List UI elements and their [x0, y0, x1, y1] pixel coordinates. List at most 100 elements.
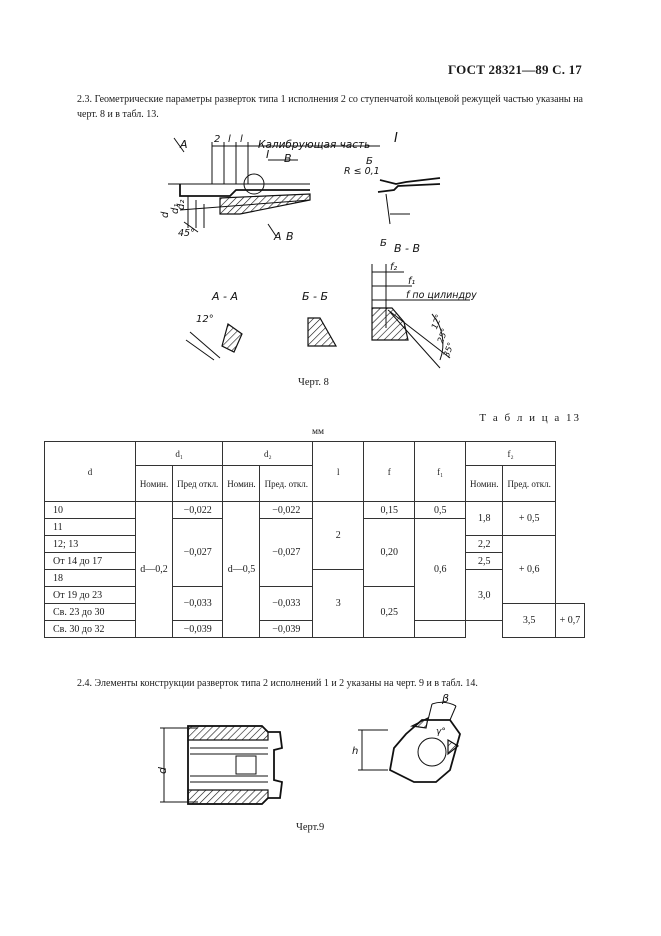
row-d: 11 — [44, 518, 136, 536]
fig8-dim-d1: d₁ — [170, 204, 181, 214]
paragraph-2-4: 2.4. Элементы конструкции разверток типа… — [77, 678, 478, 689]
table-row: Св. 30 до 32 −0,039 −0,039 — [44, 620, 585, 638]
paragraph-2-3: 2.3. Геометрические параметры разверток … — [77, 94, 583, 120]
fig8-dim-d2: d₂ — [176, 200, 187, 210]
fig8-detail-B-top: Б — [366, 156, 373, 167]
fig8-angle-12b: 12° — [430, 313, 445, 331]
col-f2-nom: Номин. — [465, 465, 504, 502]
f2-pred-0: + 0,5 — [502, 501, 556, 536]
fig8-angle-25: 25° — [436, 327, 451, 345]
col-d: d — [44, 441, 136, 502]
figure-9: d h β γ° — [156, 692, 461, 805]
row-d: Св. 30 до 32 — [44, 620, 136, 638]
col-d1-pred: Пред откл. — [172, 465, 224, 502]
fig9-end-view: h β γ° — [352, 692, 461, 783]
d1-tol-1: −0,027 — [172, 518, 224, 587]
fig8-section-AA: А - А 12° — [185, 290, 243, 361]
d2-tol-1: −0,027 — [259, 518, 314, 587]
fig8-angle-12: 12° — [196, 314, 214, 325]
fig9-dim-d: d — [156, 766, 169, 774]
figure-8: 2 l l Калибрующая часть I А В А В d d₁ d… — [160, 131, 477, 369]
col-d1-nom: Номин. — [134, 465, 174, 502]
col-l: l — [312, 441, 365, 502]
fig8-section-BB-title: Б - Б — [302, 290, 328, 303]
d2-nom: d—0,5 — [222, 501, 261, 638]
table-13: d d₁ d₂ l f f₁ f₂ Номин. Пред откл. Номи… — [44, 441, 585, 638]
row-d: 10 — [44, 501, 136, 519]
fig8-dim-l1: l — [228, 134, 231, 145]
fig8-dim-d: d — [160, 211, 171, 218]
f2-nom-3: 3,0 — [465, 569, 504, 621]
l-0: 2 — [312, 501, 365, 570]
d1-tol-0: −0,022 — [172, 501, 224, 519]
fig8-label-calib: Калибрующая часть — [258, 139, 370, 151]
col-f: f — [363, 441, 416, 502]
fig8-dim-45: 45° — [178, 228, 195, 239]
col-f2: f₂ — [465, 441, 556, 466]
table-row: 18 3 3,0 — [44, 569, 585, 638]
table-row: Св. 23 до 30 3,5 + 0,7 — [44, 603, 585, 638]
f2-pred-1: + 0,6 — [502, 535, 556, 604]
d2-tol-0: −0,022 — [259, 501, 314, 519]
d2-tol-3: −0,039 — [259, 620, 314, 638]
table-row: 10 d—0,2 −0,022 d—0,5 −0,022 2 0,15 0,5 … — [44, 501, 585, 638]
f-1: 0,20 — [363, 518, 416, 587]
col-d2-nom: Номин. — [222, 465, 261, 502]
row-d: Св. 23 до 30 — [44, 603, 136, 621]
fig9-angle-beta: β — [441, 692, 449, 705]
table-row: От 14 до 17 2,5 — [44, 552, 585, 570]
fig8-dim-2: 2 — [214, 134, 220, 145]
f2-nom-1: 2,2 — [465, 535, 504, 553]
col-d1: d₁ — [134, 441, 224, 466]
col-f2-pred: Пред. откл. — [502, 465, 556, 502]
fig8-detail-I-title: I — [394, 131, 398, 146]
table-13-caption: Т а б л и ц а 13 — [479, 412, 581, 424]
fig9-dim-h: h — [352, 746, 358, 757]
table-row: 12; 13 2,2 + 0,6 — [44, 535, 585, 604]
fig8-detail-I: I Б R ≤ 0,1 Б — [344, 131, 441, 249]
f1-0: 0,5 — [414, 501, 467, 519]
fig9-angle-gamma: γ° — [436, 727, 446, 737]
l-1: 3 — [312, 569, 365, 638]
table-row: От 19 до 23 −0,033 −0,033 0,25 — [44, 586, 585, 638]
fig8-detail-B-bottom: Б — [380, 238, 387, 249]
figure-9-caption: Черт.9 — [296, 822, 325, 833]
fig8-dim-f: f по цилиндру — [406, 290, 477, 301]
fig8-section-VV: В - В f₂ f₁ f по цилиндру 12° 25° 35° — [371, 242, 477, 369]
fig9-side-view: d — [156, 725, 283, 805]
f2-nom-4: 3,5 — [502, 603, 556, 638]
fig8-label-I: I — [266, 148, 269, 161]
fig8-section-AA-title: А - А — [211, 290, 238, 303]
table-13-unit: мм — [312, 427, 325, 437]
d1-tol-2: −0,033 — [172, 586, 224, 621]
figure-8-caption: Черт. 8 — [298, 377, 329, 388]
fig8-angle-35: 35° — [442, 341, 457, 359]
f1-1: 0,6 — [414, 518, 467, 621]
fig8-dim-l2: l — [240, 134, 243, 145]
fig8-label-A-top: А — [179, 138, 188, 151]
f-2: 0,25 — [363, 586, 416, 638]
fig8-label-B-bottom: В — [286, 230, 294, 243]
f1-blank — [414, 620, 467, 638]
fig8-section-BB: Б - Б — [302, 290, 338, 347]
fig8-radius: R ≤ 0,1 — [344, 166, 380, 177]
fig8-label-A-bottom: А — [273, 230, 282, 243]
d2-tol-2: −0,033 — [259, 586, 314, 621]
fig8-label-B-top: В — [284, 152, 292, 165]
fig8-main-view: 2 l l Калибрующая часть I А В А В d d₁ d… — [160, 134, 380, 243]
col-f1: f₁ — [414, 441, 467, 502]
d1-tol-3: −0,039 — [172, 620, 224, 638]
table-row: 11 −0,027 −0,027 0,20 0,6 — [44, 518, 585, 621]
page-header: ГОСТ 28321—89 С. 17 — [448, 62, 582, 77]
col-d2: d₂ — [222, 441, 314, 466]
f2-nom-2: 2,5 — [465, 552, 504, 570]
row-d: 18 — [44, 569, 136, 587]
col-d2-pred: Пред. откл. — [259, 465, 314, 502]
row-d: 12; 13 — [44, 535, 136, 553]
d1-nom: d—0,2 — [134, 501, 174, 638]
row-d: От 14 до 17 — [44, 552, 136, 570]
f-0: 0,15 — [363, 501, 416, 519]
fig8-dim-f2: f₂ — [390, 262, 397, 273]
fig8-dim-f1: f₁ — [408, 276, 415, 287]
f2-nom-0: 1,8 — [465, 501, 504, 536]
